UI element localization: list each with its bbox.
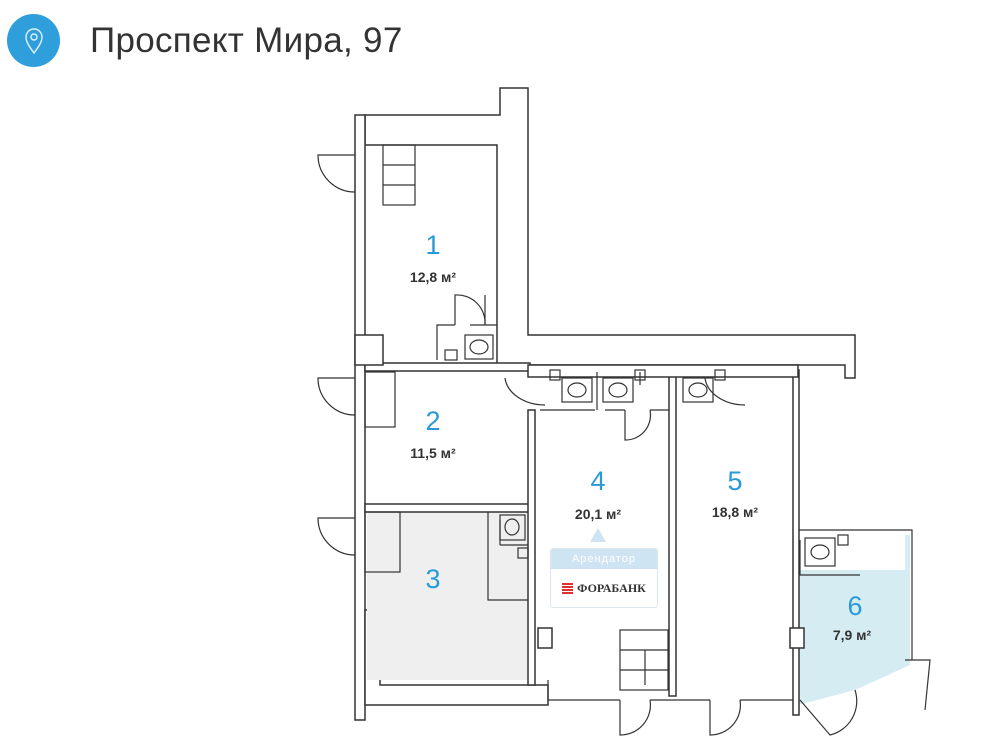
room-4[interactable] (537, 412, 669, 682)
room-1[interactable] (367, 147, 495, 363)
tenant-card[interactable]: Арендатор ФОРАБАНК (550, 548, 658, 608)
tenant-name: ФОРАБАНК (577, 580, 646, 595)
interior-walls (354, 144, 931, 716)
room-1-area: 12,8 м² (410, 269, 456, 285)
room-5[interactable] (677, 378, 793, 690)
toilet-icons (444, 334, 849, 567)
map-pin-icon[interactable] (7, 14, 60, 67)
tenant-label: Арендатор (551, 549, 657, 569)
bank-logo-icon (562, 582, 574, 594)
room-4-number: 4 (590, 466, 605, 496)
room-6-number: 6 (847, 591, 862, 621)
room-5-number: 5 (727, 466, 742, 496)
address-header: Проспект Мира, 97 (7, 14, 403, 67)
room-3-number: 3 (425, 564, 440, 594)
room-5-area: 18,8 м² (712, 504, 758, 520)
page-title: Проспект Мира, 97 (90, 20, 403, 60)
room-2-area: 11,5 м² (410, 445, 456, 461)
room-3[interactable] (367, 512, 527, 680)
room-2-number: 2 (425, 406, 440, 436)
doors (317, 154, 858, 736)
tenant-pointer (590, 528, 606, 542)
room-1-number: 1 (425, 230, 440, 260)
room-2[interactable] (367, 372, 527, 504)
room-6-area: 7,9 м² (833, 627, 872, 643)
room-6[interactable] (798, 535, 910, 705)
left-wall (354, 114, 366, 721)
room-4-area: 20,1 м² (575, 506, 621, 522)
